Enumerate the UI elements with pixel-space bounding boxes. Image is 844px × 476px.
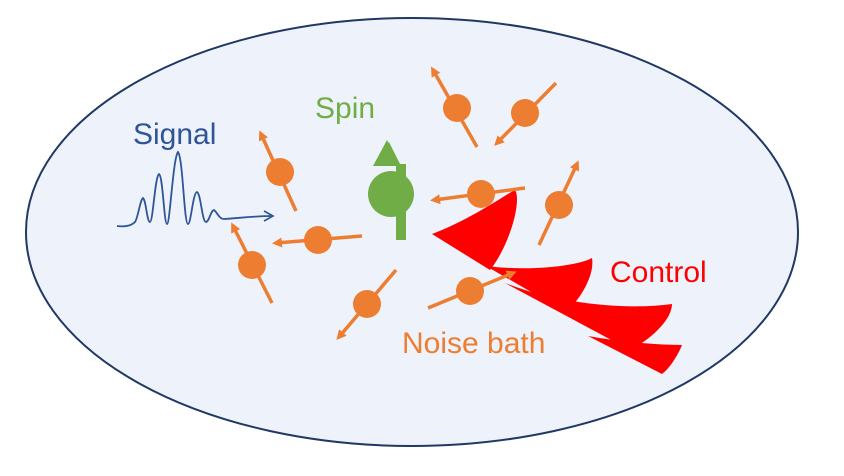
- noise-spin-icon: [494, 81, 558, 146]
- control-label: Control: [610, 256, 707, 289]
- noise-spin-icon: [258, 130, 298, 212]
- noise-spin-icon: [231, 222, 274, 304]
- noise-spin-icon: [427, 270, 517, 310]
- noise-bath-label: Noise bath: [402, 327, 545, 360]
- noise-spin-icon: [430, 180, 526, 208]
- noise-spin-icon: [336, 268, 398, 341]
- signal-label: Signal: [133, 118, 216, 151]
- spin-label: Spin: [315, 92, 375, 125]
- noise-spin-icon: [537, 160, 579, 246]
- noise-spin-icon: [431, 66, 479, 148]
- spin-up-arrow-icon: [368, 140, 414, 240]
- system-boundary-ellipse: [25, 17, 799, 447]
- signal-waveform: [116, 150, 275, 228]
- noise-spin-icon: [272, 226, 363, 254]
- noise-bath: [231, 66, 579, 341]
